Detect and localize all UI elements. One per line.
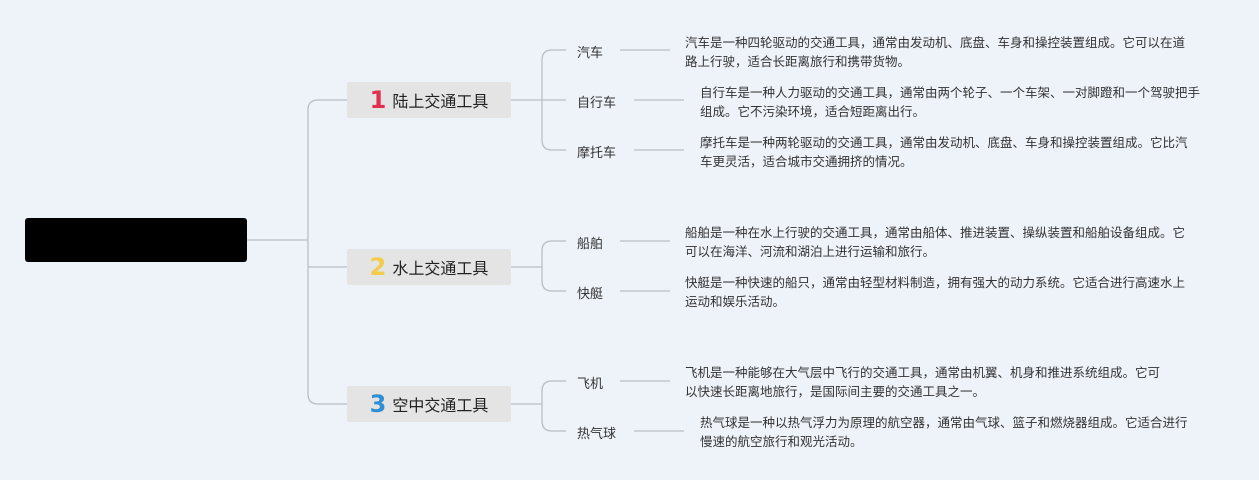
category-label: 陆上交通工具 [392, 92, 489, 111]
leaf-bicycle[interactable]: 自行车 [577, 96, 617, 111]
desc-hot-air-balloon: 热气球是一种以热气浮力为原理的航空器，通常由气球、篮子和燃烧器组成。它适合进行慢… [700, 415, 1188, 449]
leaf-motorcycle[interactable]: 摩托车 [577, 146, 617, 161]
root-node[interactable] [25, 218, 247, 262]
category-land-transport[interactable]: 1 陆上交通工具 [347, 82, 511, 118]
category-number: 2 [369, 253, 387, 281]
desc-car: 汽车是一种四轮驱动的交通工具，通常由发动机、底盘、车身和操控装置组成。它可以在道… [685, 35, 1186, 69]
category-water-transport[interactable]: 2 水上交通工具 [347, 249, 511, 285]
category-number: 3 [369, 390, 387, 418]
desc-speedboat: 快艇是一种快速的船只，通常由轻型材料制造，拥有强大的动力系统。它适合进行高速水上… [685, 275, 1186, 309]
leaf-speedboat[interactable]: 快艇 [577, 287, 604, 302]
category-air-transport[interactable]: 3 空中交通工具 [347, 386, 511, 422]
category-label: 空中交通工具 [392, 396, 489, 415]
desc-bicycle: 自行车是一种人力驱动的交通工具，通常由两个轮子、一个车架、一对脚蹬和一个驾驶把手… [700, 85, 1201, 119]
desc-airplane: 飞机是一种能够在大气层中飞行的交通工具，通常由机翼、机身和推进系统组成。它可以快… [685, 365, 1161, 399]
category-number: 1 [369, 86, 387, 114]
leaf-car[interactable]: 汽车 [577, 46, 604, 61]
leaf-airplane[interactable]: 飞机 [577, 377, 604, 392]
leaf-ship[interactable]: 船舶 [577, 237, 604, 252]
category-label: 水上交通工具 [392, 259, 489, 278]
desc-motorcycle: 摩托车是一种两轮驱动的交通工具，通常由发动机、底盘、车身和操控装置组成。它比汽车… [700, 135, 1188, 169]
leaf-hot-air-balloon[interactable]: 热气球 [577, 427, 617, 442]
desc-ship: 船舶是一种在水上行驶的交通工具，通常由船体、推进装置、操纵装置和船舶设备组成。它… [685, 225, 1186, 259]
